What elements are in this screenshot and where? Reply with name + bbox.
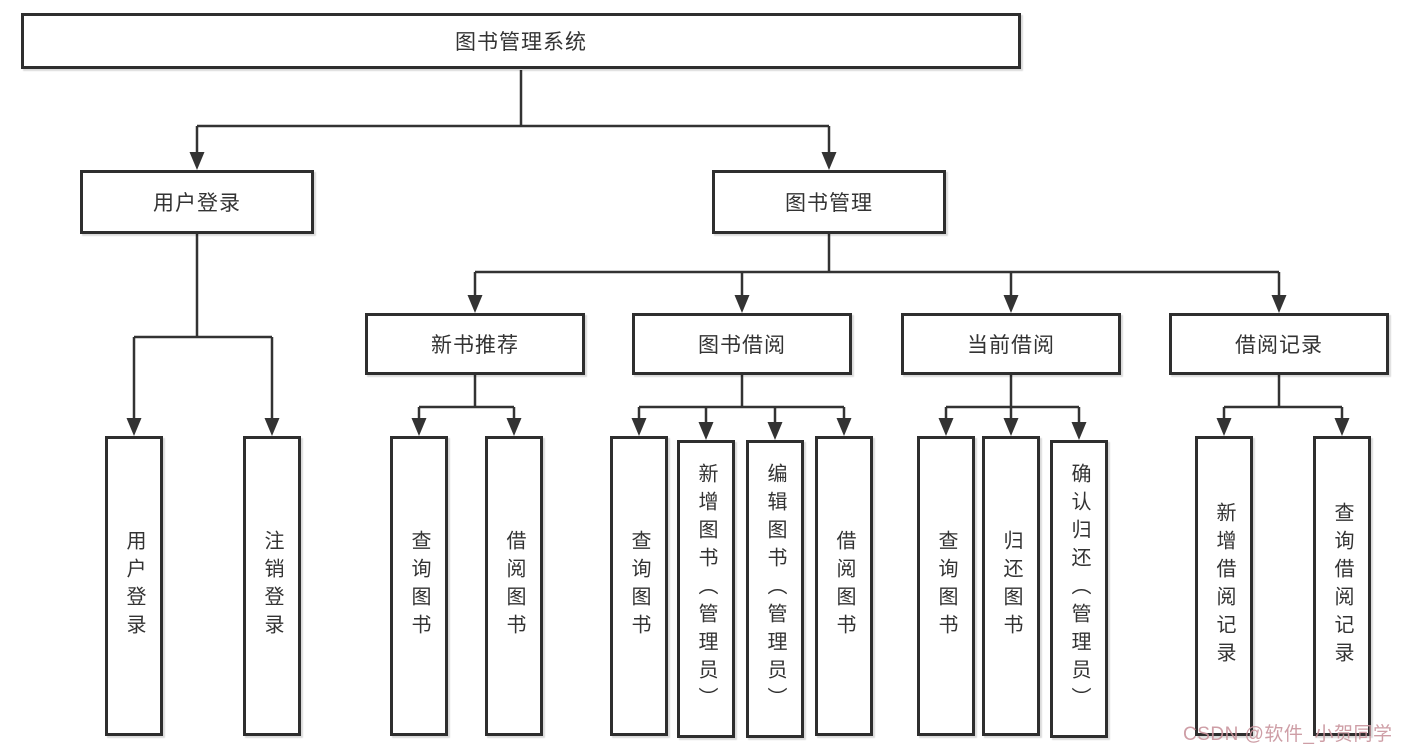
leaf-borrow-books-recommend: 借阅图书 [485,436,543,736]
node-book-management: 图书管理 [712,170,946,234]
leaf-query-books-current: 查询图书 [917,436,975,736]
node-new-book-recommendation: 新书推荐 [365,313,585,375]
node-library-management-system: 图书管理系统 [21,13,1021,69]
leaf-confirm-return-admin: 确认归还（管理员） [1050,440,1108,738]
leaf-query-books-borrowing: 查询图书 [610,436,668,736]
leaf-return-books: 归还图书 [982,436,1040,736]
leaf-add-borrow-record: 新增借阅记录 [1195,436,1253,736]
leaf-query-borrow-record: 查询借阅记录 [1313,436,1371,736]
node-book-borrowing: 图书借阅 [632,313,852,375]
leaf-logout: 注销登录 [243,436,301,736]
node-borrowing-records: 借阅记录 [1169,313,1389,375]
leaf-query-books-recommend: 查询图书 [390,436,448,736]
leaf-borrow-books-borrowing: 借阅图书 [815,436,873,736]
leaf-edit-books-admin: 编辑图书（管理员） [746,440,804,738]
leaf-add-books-admin: 新增图书（管理员） [677,440,735,738]
node-user-login: 用户登录 [80,170,314,234]
csdn-watermark: CSDN @软件_小贺同学 [1183,724,1393,745]
node-current-borrowing: 当前借阅 [901,313,1121,375]
leaf-user-login: 用户登录 [105,436,163,736]
